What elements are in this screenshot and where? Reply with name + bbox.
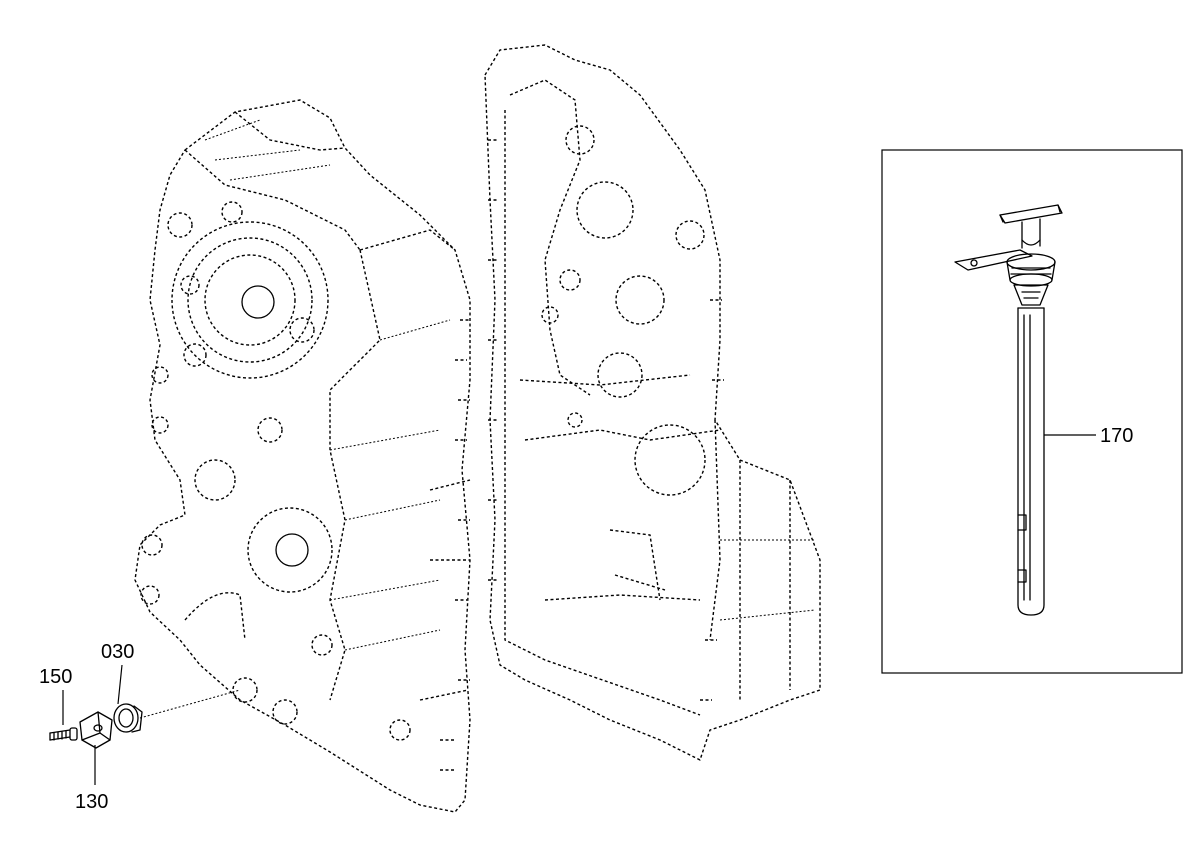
callout-030: 030: [101, 641, 134, 663]
cover-plate-icon: [79, 711, 113, 749]
callout-150: 150: [39, 666, 72, 688]
oil-dipstick-icon: [954, 204, 1063, 616]
callout-170: 170: [1100, 425, 1133, 447]
transmission-housing-rear-icon: [484, 44, 821, 761]
transmission-housing-front-icon: [134, 99, 471, 813]
callout-130: 130: [75, 791, 108, 813]
dipstick-inset-frame: [881, 149, 1183, 674]
sealing-ring-icon: [113, 703, 143, 733]
assembly-line: [139, 689, 241, 719]
screw-icon: [49, 727, 78, 741]
